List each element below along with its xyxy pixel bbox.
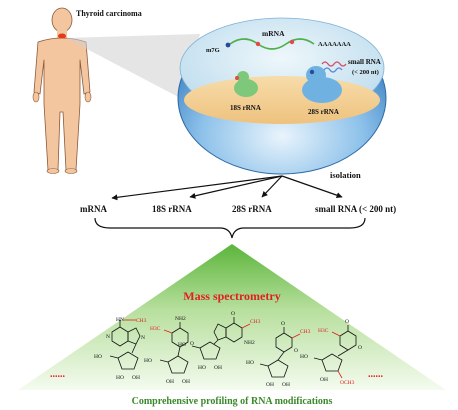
cell-mrna-label: mRNA	[262, 29, 285, 38]
cell-18s-label: 18S rRNA	[230, 104, 261, 112]
cell-small-rna-label: small RNA	[348, 58, 381, 66]
fraction-small-rna: small RNA (< 200 nt)	[315, 204, 396, 214]
nucleoside-m1g-icon: O CH3 NH2 HO HO OH	[178, 311, 261, 371]
svg-text:CH3: CH3	[300, 329, 311, 335]
svg-text:CH3: CH3	[136, 318, 147, 324]
thyroid-carcinoma-label: Thyroid carcinoma	[76, 9, 142, 18]
rrna-18s-icon	[234, 71, 258, 97]
fraction-28s: 28S rRNA	[232, 204, 272, 214]
svg-text:O: O	[281, 321, 285, 327]
svg-text:H3C: H3C	[318, 328, 329, 334]
svg-text:OH: OH	[320, 377, 328, 383]
svg-text:NH2: NH2	[244, 340, 255, 346]
rrna-28s-icon	[302, 66, 342, 103]
ellipsis-left: ......	[50, 369, 66, 380]
nucleoside-m6a-icon: HN CH3 N N HO HO OH	[94, 317, 147, 381]
svg-text:O: O	[345, 319, 349, 325]
svg-text:OH: OH	[266, 382, 274, 388]
svg-text:O: O	[231, 311, 235, 317]
zoom-wedge	[66, 34, 200, 100]
mass-spectrometry-label: Mass spectrometry	[183, 289, 280, 303]
isolation-arrows	[111, 175, 343, 201]
svg-text:HO: HO	[116, 375, 124, 381]
svg-text:OH: OH	[166, 379, 174, 385]
nucleoside-2om-icon: O H3C O HO OH OCH3	[300, 319, 362, 386]
svg-text:OH: OH	[132, 375, 140, 381]
cell-28s-label: 28S rRNA	[308, 108, 339, 116]
svg-text:NH2: NH2	[175, 316, 186, 322]
nucleoside-m3u-icon: O CH3 O HO OH OH	[246, 321, 311, 388]
svg-text:OCH3: OCH3	[340, 380, 355, 386]
svg-text:HO: HO	[198, 365, 206, 371]
svg-text:OH: OH	[282, 382, 290, 388]
svg-text:O: O	[294, 348, 298, 354]
svg-text:N: N	[106, 334, 110, 340]
human-figure-icon	[32, 7, 92, 174]
isolation-label: isolation	[330, 170, 361, 180]
small-rna-strand	[321, 61, 347, 67]
svg-text:OH: OH	[182, 379, 190, 385]
svg-text:HO: HO	[246, 360, 254, 366]
cell-small-rna-size-label: (< 200 nt)	[352, 69, 379, 76]
svg-text:O: O	[190, 341, 194, 347]
poly-a-label: AAAAAAA	[318, 41, 351, 48]
svg-text:O: O	[358, 345, 362, 351]
footer-label: Comprehensive profiling of RNA modificat…	[132, 396, 333, 407]
svg-text:OH: OH	[214, 365, 222, 371]
ellipsis-right: ......	[368, 369, 384, 380]
mrna-strand	[229, 38, 315, 50]
svg-text:HO: HO	[178, 342, 186, 348]
fraction-mrna: mRNA	[80, 204, 107, 214]
nucleoside-m5c-icon: NH2 H3C O HO OH OH	[144, 316, 194, 385]
cap-label: m7G	[206, 47, 220, 54]
svg-text:HO: HO	[300, 354, 308, 360]
thyroid-icon	[58, 33, 66, 39]
cell-icon	[177, 17, 387, 175]
svg-text:H3C: H3C	[150, 326, 161, 332]
fraction-18s: 18S rRNA	[152, 204, 192, 214]
svg-text:HO: HO	[94, 354, 102, 360]
svg-text:HN: HN	[116, 317, 124, 323]
svg-text:CH3: CH3	[250, 319, 261, 325]
svg-text:HO: HO	[144, 358, 152, 364]
grouping-brace	[94, 217, 366, 239]
svg-text:N: N	[141, 335, 145, 341]
